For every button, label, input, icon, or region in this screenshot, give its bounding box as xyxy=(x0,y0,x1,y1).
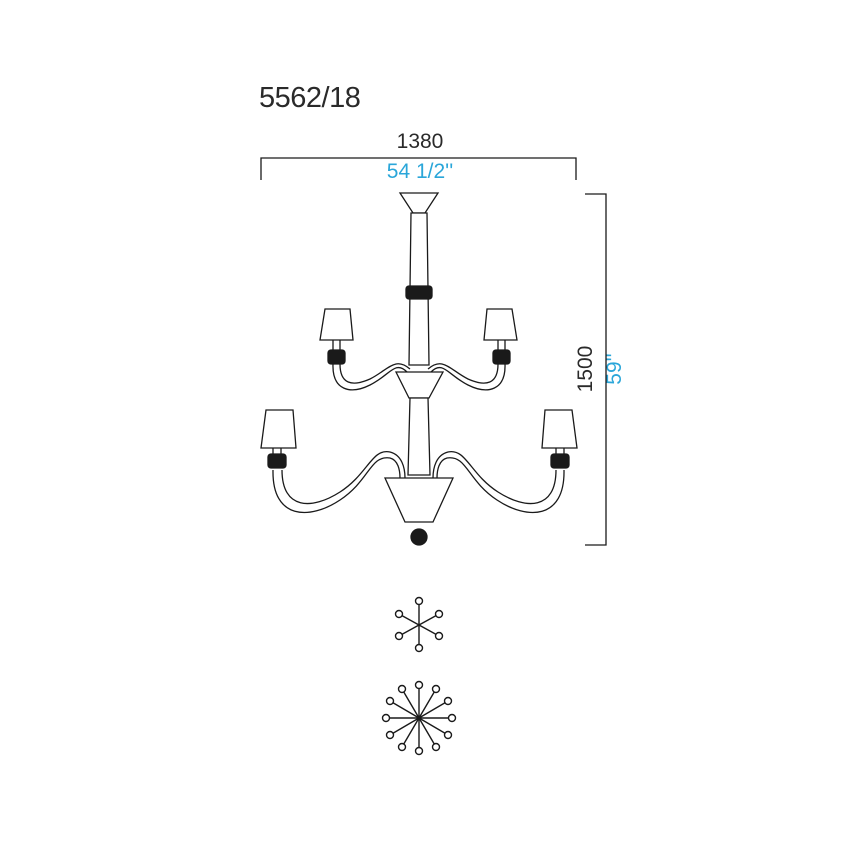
plan-view-6-arms xyxy=(394,596,444,653)
width-inches-label: 54 1/2'' xyxy=(386,160,454,183)
finial-bead xyxy=(410,528,428,546)
upper-bead-collar xyxy=(405,285,433,300)
lower-left-shade xyxy=(260,409,297,469)
upper-right-shade xyxy=(483,308,518,365)
lower-arms xyxy=(272,451,565,514)
plan-view-12-arms xyxy=(381,680,457,756)
height-dimension-line xyxy=(585,193,607,546)
canopy xyxy=(398,192,440,214)
lower-cup xyxy=(383,477,455,523)
upper-cup xyxy=(394,371,445,399)
lower-stem xyxy=(407,397,431,476)
upper-left-shade xyxy=(319,308,354,365)
lower-right-shade xyxy=(541,409,578,469)
width-dimension-line xyxy=(260,157,577,180)
model-code: 5562/18 xyxy=(259,82,361,114)
upper-arms xyxy=(332,363,506,391)
width-mm-label: 1380 xyxy=(396,130,444,153)
